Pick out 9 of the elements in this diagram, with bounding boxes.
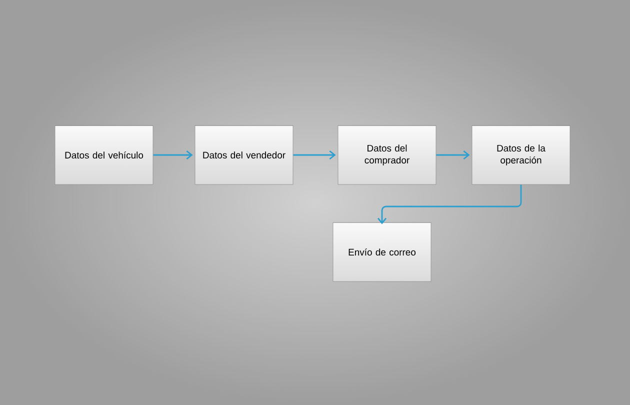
arrow	[293, 150, 336, 160]
process-box: Envío de correo	[332, 222, 432, 282]
arrow	[377, 184, 522, 224]
process-box: Datos del comprador	[338, 125, 436, 185]
process-box: Datos de la operación	[472, 125, 570, 185]
arrow	[153, 150, 193, 160]
process-box: Datos del vendedor	[194, 125, 294, 185]
process-box: Datos del vehículo	[54, 125, 154, 185]
arrow	[436, 150, 470, 160]
